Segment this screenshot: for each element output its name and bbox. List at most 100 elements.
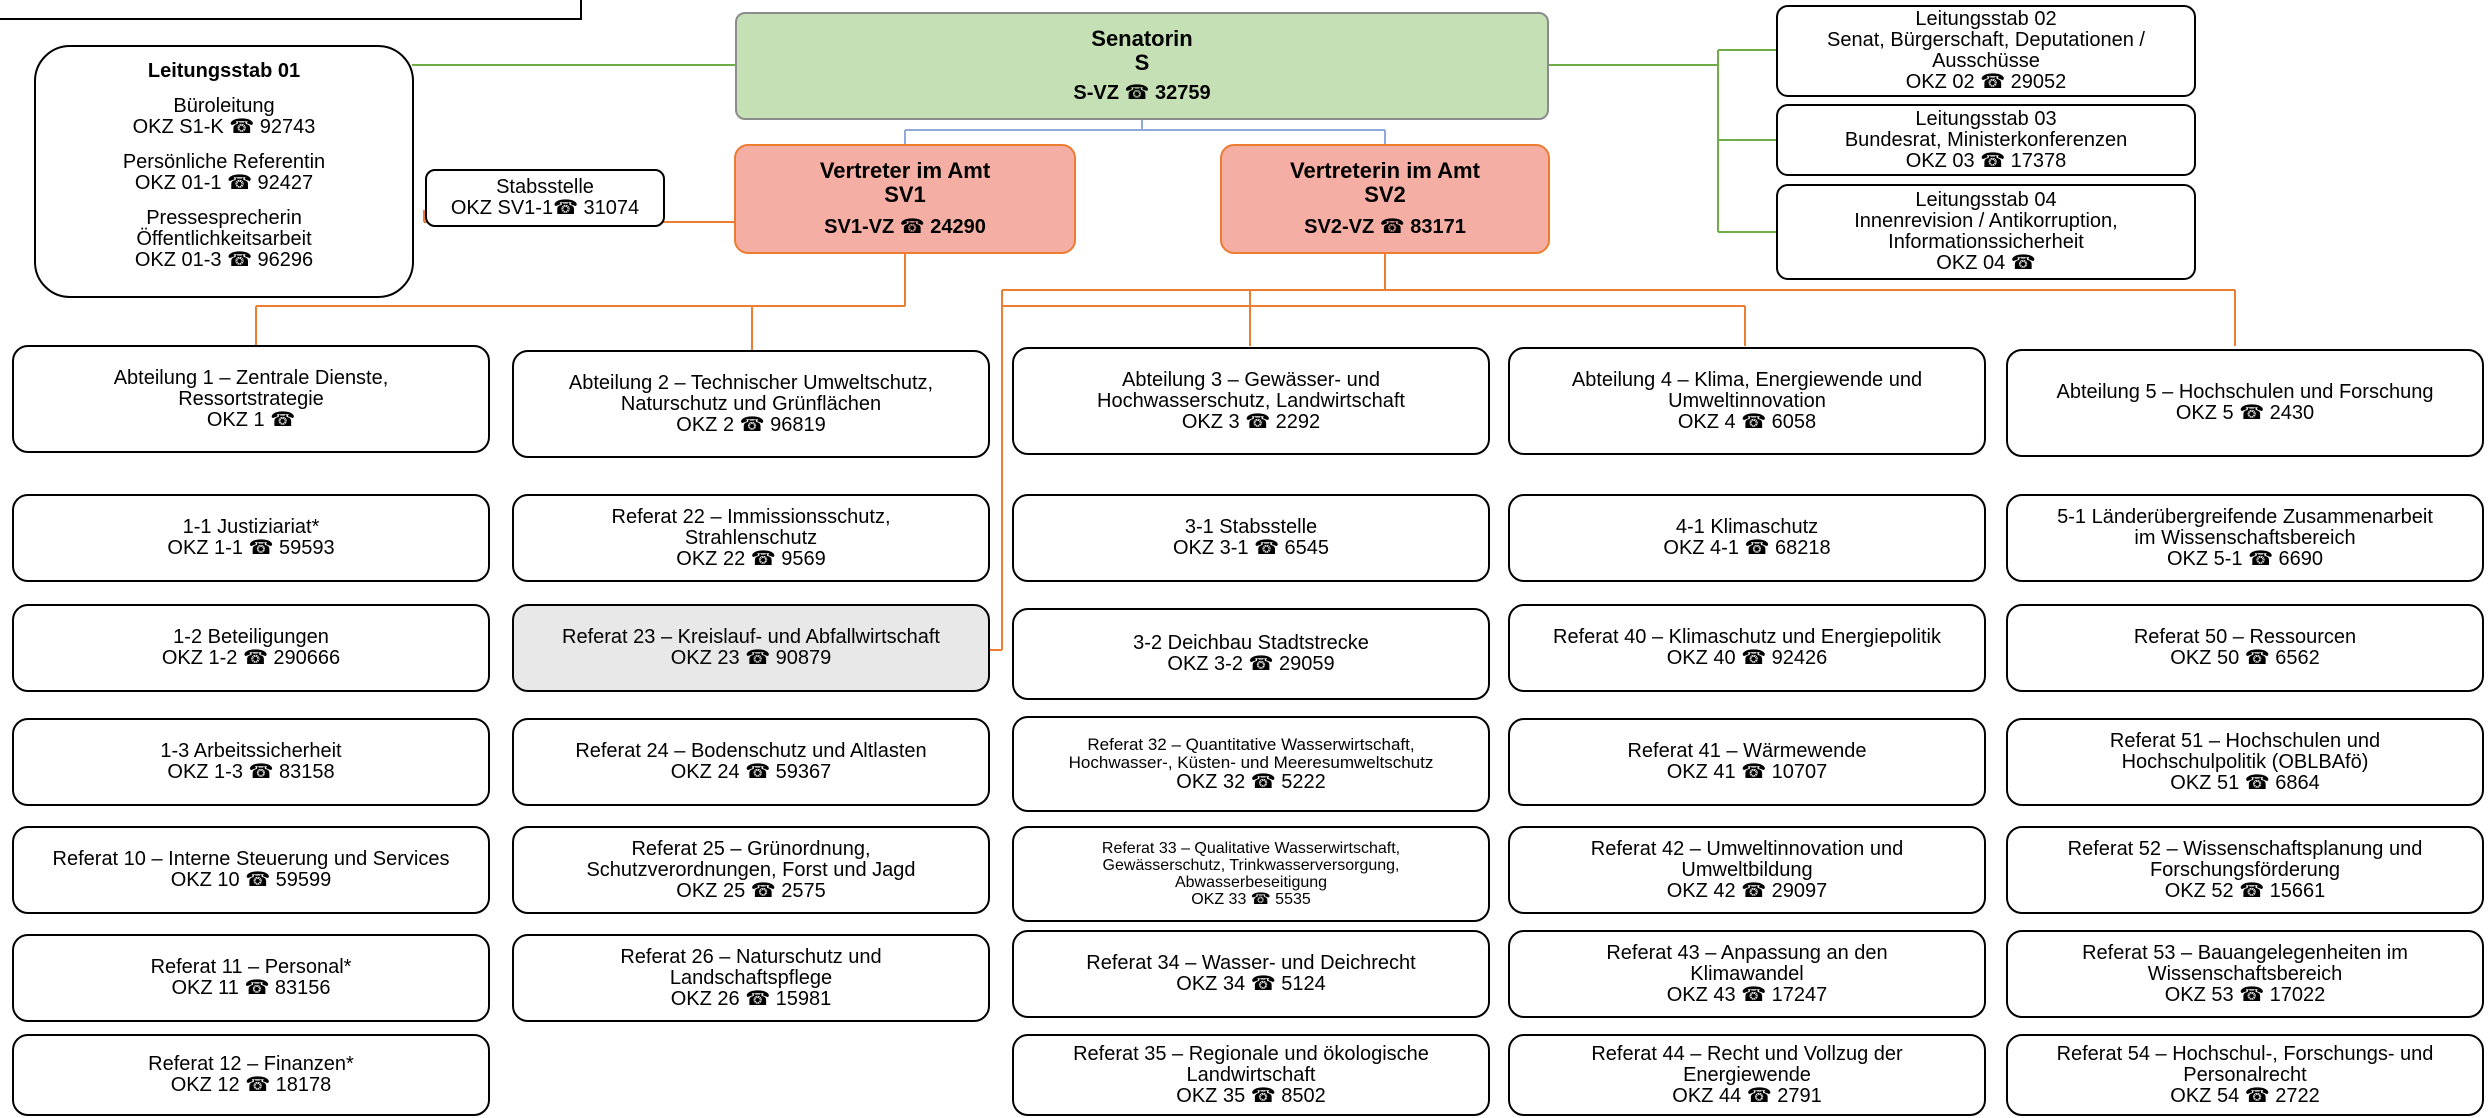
leitungsstab-04-desc-2: Informationssicherheit <box>1888 231 2084 253</box>
unit-line: 1-2 Beteiligungen <box>173 626 329 648</box>
leitungsstab-04-title: Leitungsstab 04 <box>1915 189 2057 211</box>
unit-line: Referat 42 – Umweltinnovation und <box>1590 837 1904 860</box>
unit-line: Referat 44 – Recht und Vollzug der <box>1591 1042 1903 1065</box>
leitungsstab-01-title: Leitungsstab 01 <box>147 60 301 82</box>
unit-line: OKZ 43 ☎ 17247 <box>1666 983 1828 1006</box>
abteilung-2-line-1: Abteilung 2 – Technischer Umweltschutz, <box>568 371 934 394</box>
unit-line: Referat 33 – Qualitative Wasserwirtschaf… <box>1101 840 1401 857</box>
unit-line: OKZ 32 ☎ 5222 <box>1176 770 1326 793</box>
unit-line: Hochwasser-, Küsten- und Meeresumweltsch… <box>1068 752 1434 772</box>
unit-line: OKZ 52 ☎ 15661 <box>2164 879 2326 902</box>
unit-line: OKZ 53 ☎ 17022 <box>2164 983 2326 1006</box>
unit-box: Referat 22 – Immissionsschutz,Strahlensc… <box>512 494 990 582</box>
unit-box: Referat 54 – Hochschul-, Forschungs- und… <box>2006 1034 2484 1116</box>
abteilung-1-line-3: OKZ 1 ☎ <box>206 408 296 431</box>
unit-box: Referat 23 – Kreislauf- und Abfallwirtsc… <box>512 604 990 692</box>
unit-line: OKZ 24 ☎ 59367 <box>670 761 832 783</box>
unit-line: OKZ 22 ☎ 9569 <box>676 547 826 570</box>
unit-line: Schutzverordnungen, Forst und Jagd <box>586 858 916 881</box>
sv2-title: Vertreterin im Amt <box>1290 158 1480 183</box>
leitungsstab-01-box: Leitungsstab 01 Büroleitung OKZ S1-K ☎ 9… <box>34 45 414 298</box>
unit-line: OKZ 10 ☎ 59599 <box>170 869 332 891</box>
oeffentlichkeitsarbeit-label: Öffentlichkeitsarbeit <box>136 228 312 250</box>
unit-line: Landschaftspflege <box>669 966 833 989</box>
unit-line: OKZ 1-2 ☎ 290666 <box>161 647 341 669</box>
unit-line: OKZ 5-1 ☎ 6690 <box>2166 547 2324 570</box>
unit-line: Referat 22 – Immissionsschutz, <box>611 505 891 528</box>
persoenliche-referentin-label: Persönliche Referentin <box>122 151 326 173</box>
unit-line: OKZ 25 ☎ 2575 <box>676 879 826 902</box>
unit-box: Referat 12 – Finanzen*OKZ 12 ☎ 18178 <box>12 1034 490 1116</box>
unit-line: Referat 54 – Hochschul-, Forschungs- und <box>2056 1042 2434 1065</box>
bueroleitung-label: Büroleitung <box>173 95 275 117</box>
abteilung-1-line-1: Abteilung 1 – Zentrale Dienste, <box>113 366 389 389</box>
abteilung-3-line-2: Hochwasserschutz, Landwirtschaft <box>1097 389 1405 412</box>
unit-line: OKZ 51 ☎ 6864 <box>2170 771 2320 794</box>
unit-line: OKZ 44 ☎ 2791 <box>1672 1084 1822 1107</box>
unit-box: Referat 33 – Qualitative Wasserwirtschaf… <box>1012 826 1490 922</box>
unit-line: OKZ 42 ☎ 29097 <box>1666 879 1828 902</box>
unit-line: OKZ 23 ☎ 90879 <box>670 647 832 669</box>
abteilung-2-line-2: Naturschutz und Grünflächen <box>620 392 882 415</box>
unit-line: OKZ 3-2 ☎ 29059 <box>1167 653 1335 675</box>
unit-line: Referat 12 – Finanzen* <box>148 1053 354 1075</box>
leitungsstab-04-phone: OKZ 04 ☎ <box>1936 252 2036 274</box>
leitungsstab-04-desc-1: Innenrevision / Antikorruption, <box>1854 210 2118 232</box>
sv1-phone: SV1-VZ ☎ 24290 <box>824 216 986 238</box>
abteilung-3-line-3: OKZ 3 ☎ 2292 <box>1181 410 1321 433</box>
leitungsstab-02-desc-2: Ausschüsse <box>1932 50 2040 72</box>
sv2-abbr: SV2 <box>1364 182 1406 207</box>
unit-line: Referat 25 – Grünordnung, <box>631 837 871 860</box>
leitungsstab-03-desc: Bundesrat, Ministerkonferenzen <box>1844 128 2128 151</box>
unit-line: 5-1 Länderübergreifende Zusammenarbeit <box>2057 505 2433 528</box>
legend-box-corner <box>0 0 582 20</box>
unit-line: Abwasserbeseitigung <box>1174 874 1328 891</box>
senatorin-box: Senatorin S S-VZ ☎ 32759 <box>735 12 1549 120</box>
abteilung-4-line-3: OKZ 4 ☎ 6058 <box>1677 410 1817 433</box>
leitungsstab-02-phone: OKZ 02 ☎ 29052 <box>1905 71 2067 93</box>
unit-box: Referat 32 – Quantitative Wasserwirtscha… <box>1012 716 1490 812</box>
unit-line: 3-2 Deichbau Stadtstrecke <box>1133 632 1369 654</box>
unit-line: OKZ 1-1 ☎ 59593 <box>167 537 335 559</box>
unit-line: Referat 52 – Wissenschaftsplanung und <box>2067 837 2423 860</box>
sv1-abbr: SV1 <box>884 182 926 207</box>
unit-line: OKZ 12 ☎ 18178 <box>170 1074 332 1096</box>
unit-line: Hochschulpolitik (OBLBAfö) <box>2121 750 2369 773</box>
unit-line: Referat 10 – Interne Steuerung und Servi… <box>52 848 450 870</box>
unit-line: OKZ 11 ☎ 83156 <box>171 977 331 999</box>
senatorin-phone: S-VZ ☎ 32759 <box>1073 82 1211 104</box>
stabsstelle-phone: OKZ SV1-1☎ 31074 <box>450 197 640 219</box>
sv2-phone: SV2-VZ ☎ 83171 <box>1304 216 1466 238</box>
unit-line: OKZ 54 ☎ 2722 <box>2170 1084 2320 1107</box>
unit-line: OKZ 26 ☎ 15981 <box>670 987 832 1010</box>
unit-line: 1-1 Justiziariat* <box>182 516 320 538</box>
unit-line: OKZ 41 ☎ 10707 <box>1666 761 1828 783</box>
unit-line: OKZ 35 ☎ 8502 <box>1176 1084 1326 1107</box>
pressesprecherin-label: Pressesprecherin <box>146 207 302 229</box>
unit-line: Referat 34 – Wasser- und Deichrecht <box>1086 952 1416 974</box>
unit-line: Referat 50 – Ressourcen <box>2133 626 2357 648</box>
abteilung-3-line-1: Abteilung 3 – Gewässer- und <box>1122 368 1380 391</box>
unit-box: Referat 10 – Interne Steuerung und Servi… <box>12 826 490 914</box>
unit-line: Referat 41 – Wärmewende <box>1627 740 1867 762</box>
senatorin-title: Senatorin <box>1091 26 1193 51</box>
leitungsstab-04-box: Leitungsstab 04 Innenrevision / Antikorr… <box>1776 184 2196 280</box>
abteilung-4-line-2: Umweltinnovation <box>1668 389 1826 412</box>
unit-line: Gewässerschutz, Trinkwasserversorgung, <box>1102 857 1400 874</box>
unit-line: Referat 53 – Bauangelegenheiten im <box>2082 941 2408 964</box>
